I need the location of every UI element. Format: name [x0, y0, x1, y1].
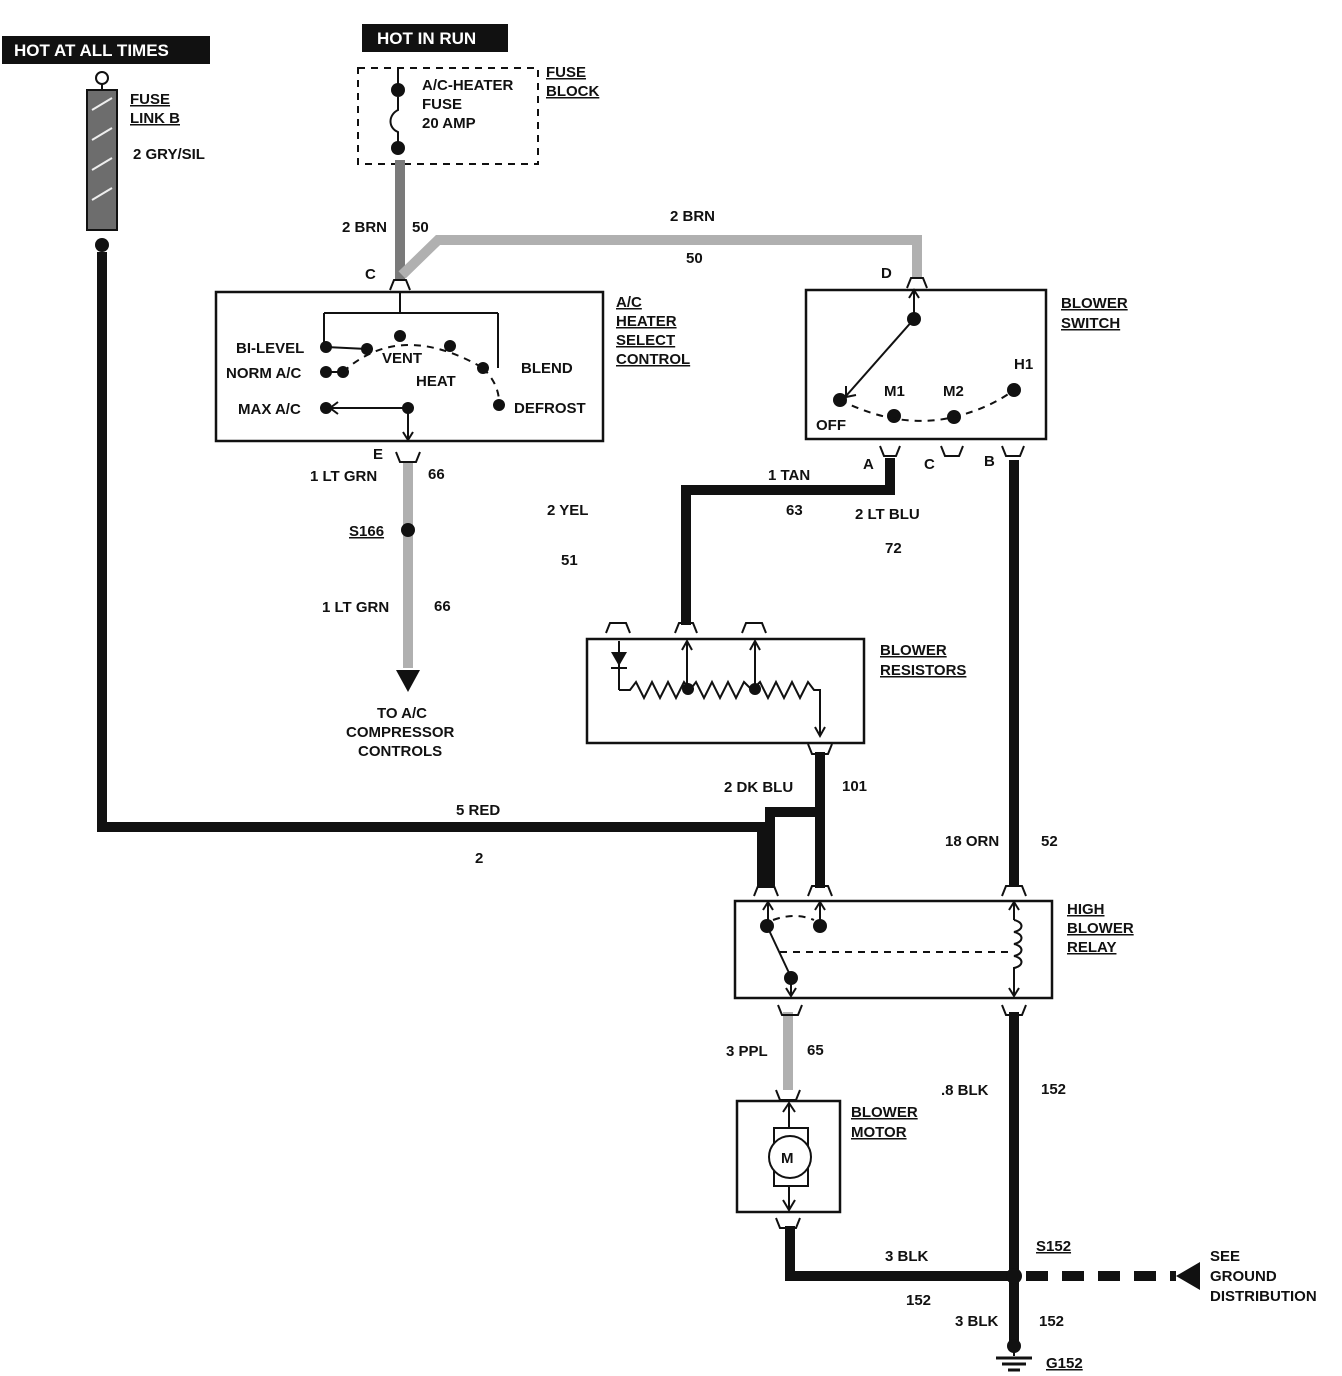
ground-g152-label: G152: [1046, 1355, 1083, 1372]
pin-e-label: E: [373, 446, 383, 463]
wire-label-blk3a: 3 BLK: [885, 1248, 929, 1265]
hot-at-all-times-label: HOT AT ALL TIMES: [14, 41, 169, 60]
mode-blend: BLEND: [521, 360, 573, 377]
wire-label-red: 5 RED: [456, 802, 500, 819]
ac-control-title-2: HEATER: [616, 313, 677, 330]
fuse-link-b: [86, 71, 118, 252]
wire-blk-152-motor: [785, 1226, 1014, 1281]
splice-s152-label: S152: [1036, 1238, 1071, 1255]
motor-title-2: MOTOR: [851, 1124, 907, 1141]
ac-control-title-3: SELECT: [616, 332, 675, 349]
ac-control-title-4: CONTROL: [616, 351, 690, 368]
wire-brn-50-to-blower-switch: [398, 235, 922, 279]
switch-off-label: OFF: [816, 417, 846, 434]
wire-red-2: [97, 252, 767, 888]
pin-c2-label: C: [924, 456, 935, 473]
compressor-label-1: TO A/C: [377, 705, 427, 722]
relay-title-2: BLOWER: [1067, 920, 1134, 937]
hot-in-run-label: HOT IN RUN: [377, 29, 476, 48]
wire-num-ltblu: 72: [885, 540, 902, 557]
wire-tan-63: [681, 458, 895, 625]
wire-num-ppl: 65: [807, 1042, 824, 1059]
wire-label-blk3b: 3 BLK: [955, 1313, 999, 1330]
splice-s152-dot: [1006, 1268, 1022, 1284]
wire-num-ltgrn-2: 66: [434, 598, 451, 615]
blower-switch-title-1: BLOWER: [1061, 295, 1128, 312]
wire-num-yel: 51: [561, 552, 578, 569]
splice-s166-dot: [401, 523, 415, 537]
wire-num-brn-left: 50: [412, 219, 429, 236]
blower-resistors-title-1: BLOWER: [880, 642, 947, 659]
fuse-name-1: A/C-HEATER: [422, 77, 514, 94]
ac-control-title-1: A/C: [616, 294, 642, 311]
fuse-block: [357, 67, 539, 165]
mode-bilevel: BI-LEVEL: [236, 340, 304, 357]
fuse-link-label-2: LINK B: [130, 110, 180, 127]
mode-defrost: DEFROST: [514, 400, 586, 417]
wire-label-ltblu: 2 LT BLU: [855, 506, 920, 523]
pin-b-label: B: [984, 453, 995, 470]
wire-label-ltgrn-2: 1 LT GRN: [322, 599, 389, 616]
wire-label-dkblu: 2 DK BLU: [724, 779, 793, 796]
wires: [97, 160, 1176, 1342]
relay-title-1: HIGH: [1067, 901, 1105, 918]
pin-d-label: D: [881, 265, 892, 282]
switch-m1-label: M1: [884, 383, 905, 400]
blower-resistors-title-2: RESISTORS: [880, 662, 966, 679]
fuse-link-wire-label: 2 GRY/SIL: [133, 146, 205, 163]
compressor-arrow: [396, 670, 420, 692]
wire-num-blk8: 152: [1041, 1081, 1066, 1098]
see-ground-2: GROUND: [1210, 1268, 1277, 1285]
wire-num-ltgrn-1: 66: [428, 466, 445, 483]
mode-norm-ac: NORM A/C: [226, 365, 301, 382]
wire-label-tan: 1 TAN: [768, 467, 810, 484]
wire-num-red: 2: [475, 850, 483, 867]
wire-num-dkblu: 101: [842, 778, 867, 795]
wire-num-tan: 63: [786, 502, 803, 519]
wire-num-brn-top: 50: [686, 250, 703, 267]
blower-switch-title-2: SWITCH: [1061, 315, 1120, 332]
hot-in-run-header: HOT IN RUN: [362, 24, 508, 52]
wire-num-blk3a: 152: [906, 1292, 931, 1309]
pin-a-label: A: [863, 456, 874, 473]
switch-h1-label: H1: [1014, 356, 1033, 373]
motor-symbol: M: [781, 1150, 794, 1167]
wire-label-yel: 2 YEL: [547, 502, 588, 519]
wire-label-blk8: .8 BLK: [941, 1082, 989, 1099]
hot-at-all-times-header: HOT AT ALL TIMES: [2, 36, 210, 64]
wire-dkblu-101-a: [765, 752, 825, 888]
blower-switch: [804, 277, 1048, 457]
splice-s166-label: S166: [349, 523, 384, 540]
high-blower-relay: [733, 885, 1054, 1016]
blower-resistors: [585, 622, 866, 755]
wire-label-ppl: 3 PPL: [726, 1043, 768, 1060]
wire-label-orn: 18 ORN: [945, 833, 999, 850]
wire-label-brn-left: 2 BRN: [342, 219, 387, 236]
fuse-block-label-2: BLOCK: [546, 83, 599, 100]
relay-title-3: RELAY: [1067, 939, 1116, 956]
blower-motor: [735, 1089, 842, 1229]
mode-vent: VENT: [382, 350, 422, 367]
mode-heat: HEAT: [416, 373, 456, 390]
switch-m2-label: M2: [943, 383, 964, 400]
fuse-link-label-1: FUSE: [130, 91, 170, 108]
fuse-block-label-1: FUSE: [546, 64, 586, 81]
wire-num-blk3b: 152: [1039, 1313, 1064, 1330]
pin-c-label: C: [365, 266, 376, 283]
fuse-name-2: FUSE: [422, 96, 462, 113]
motor-title-1: BLOWER: [851, 1104, 918, 1121]
ground-symbol-icon: [996, 1339, 1032, 1372]
see-ground-1: SEE: [1210, 1248, 1240, 1265]
ac-heater-select-control: [214, 279, 605, 463]
ground-distribution-arrow: [1176, 1262, 1200, 1290]
wire-num-orn: 52: [1041, 833, 1058, 850]
wire-label-brn-top: 2 BRN: [670, 208, 715, 225]
see-ground-3: DISTRIBUTION: [1210, 1288, 1317, 1305]
wire-label-ltgrn-1: 1 LT GRN: [310, 468, 377, 485]
fuse-rating: 20 AMP: [422, 115, 476, 132]
compressor-label-3: CONTROLS: [358, 743, 442, 760]
compressor-label-2: COMPRESSOR: [346, 724, 455, 741]
mode-max-ac: MAX A/C: [238, 401, 301, 418]
